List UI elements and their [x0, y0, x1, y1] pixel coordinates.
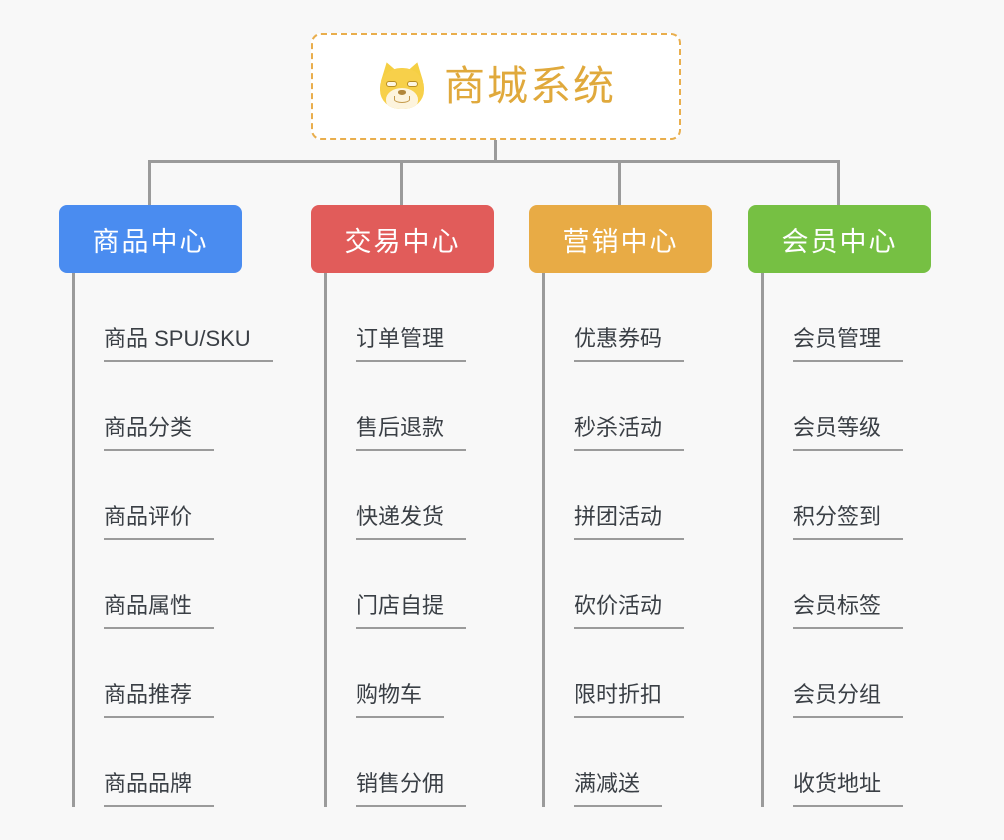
list-item[interactable]: 收货地址: [748, 718, 978, 807]
list-item[interactable]: 购物车: [311, 629, 541, 718]
shiba-dog-face-icon: [376, 58, 428, 113]
leaf-label: 秒杀活动: [574, 417, 685, 451]
category-box-trade-center[interactable]: 交易中心: [311, 205, 494, 273]
leaf-label: 会员管理: [793, 328, 904, 362]
list-item[interactable]: 积分签到: [748, 451, 978, 540]
leaf-label: 门店自提: [356, 595, 467, 629]
leaf-label: 满减送: [574, 773, 663, 807]
connector-drop-trade-center: [400, 160, 403, 205]
leaf-label: 拼团活动: [574, 506, 685, 540]
leaf-label: 会员标签: [793, 595, 904, 629]
category-box-member-center[interactable]: 会员中心: [748, 205, 931, 273]
leaf-label: 收货地址: [793, 773, 904, 807]
leaf-label: 限时折扣: [574, 684, 685, 718]
list-item[interactable]: 会员管理: [748, 273, 978, 362]
connector-horizontal-bus: [148, 160, 840, 163]
list-item[interactable]: 拼团活动: [529, 451, 749, 540]
leaf-label: 商品评价: [104, 506, 215, 540]
leaf-label: 快递发货: [356, 506, 467, 540]
list-item[interactable]: 商品评价: [59, 451, 309, 540]
category-label-member-center: 会员中心: [781, 226, 898, 257]
leaf-list-marketing-center: 优惠券码 秒杀活动 拼团活动 砍价活动 限时折扣 满减送: [529, 273, 749, 807]
leaf-label: 积分签到: [793, 506, 904, 540]
column-trade-center: 交易中心 订单管理 售后退款 快递发货 门店自提 购物车 销售分佣: [311, 205, 541, 807]
list-item[interactable]: 砍价活动: [529, 540, 749, 629]
leaf-label: 会员分组: [793, 684, 904, 718]
list-item[interactable]: 快递发货: [311, 451, 541, 540]
list-item[interactable]: 商品 SPU/SKU: [59, 273, 309, 362]
column-marketing-center: 营销中心 优惠券码 秒杀活动 拼团活动 砍价活动 限时折扣 满减送: [529, 205, 749, 807]
trunk-line-marketing-center: [542, 273, 545, 807]
leaf-label: 商品品牌: [104, 773, 215, 807]
list-item[interactable]: 销售分佣: [311, 718, 541, 807]
trunk-line-product-center: [72, 273, 75, 807]
category-box-marketing-center[interactable]: 营销中心: [529, 205, 712, 273]
leaf-label: 会员等级: [793, 417, 904, 451]
list-item[interactable]: 订单管理: [311, 273, 541, 362]
trunk-line-member-center: [761, 273, 764, 807]
leaf-label: 商品 SPU/SKU: [104, 328, 273, 362]
list-item[interactable]: 会员分组: [748, 629, 978, 718]
leaf-list-member-center: 会员管理 会员等级 积分签到 会员标签 会员分组 收货地址: [748, 273, 978, 807]
list-item[interactable]: 商品属性: [59, 540, 309, 629]
list-item[interactable]: 商品分类: [59, 362, 309, 451]
list-item[interactable]: 限时折扣: [529, 629, 749, 718]
root-title: 商城系统: [444, 63, 616, 109]
leaf-label: 优惠券码: [574, 328, 685, 362]
trunk-line-trade-center: [324, 273, 327, 807]
leaf-label: 销售分佣: [356, 773, 467, 807]
leaf-label: 商品分类: [104, 417, 215, 451]
column-member-center: 会员中心 会员管理 会员等级 积分签到 会员标签 会员分组 收货地址: [748, 205, 978, 807]
list-item[interactable]: 商品推荐: [59, 629, 309, 718]
category-label-marketing-center: 营销中心: [562, 226, 679, 257]
leaf-label: 售后退款: [356, 417, 467, 451]
leaf-label: 购物车: [356, 684, 445, 718]
leaf-list-product-center: 商品 SPU/SKU 商品分类 商品评价 商品属性 商品推荐 商品品牌: [59, 273, 309, 807]
connector-root-stem: [494, 140, 497, 162]
connector-drop-product-center: [148, 160, 151, 205]
list-item[interactable]: 售后退款: [311, 362, 541, 451]
list-item[interactable]: 优惠券码: [529, 273, 749, 362]
list-item[interactable]: 门店自提: [311, 540, 541, 629]
connector-drop-member-center: [837, 160, 840, 205]
connector-drop-marketing-center: [618, 160, 621, 205]
list-item[interactable]: 满减送: [529, 718, 749, 807]
category-box-product-center[interactable]: 商品中心: [59, 205, 242, 273]
list-item[interactable]: 商品品牌: [59, 718, 309, 807]
column-product-center: 商品中心 商品 SPU/SKU 商品分类 商品评价 商品属性 商品推荐 商品品牌: [59, 205, 309, 807]
list-item[interactable]: 会员等级: [748, 362, 978, 451]
leaf-label: 商品属性: [104, 595, 215, 629]
root-node-shop-system[interactable]: 商城系统: [311, 33, 681, 140]
list-item[interactable]: 会员标签: [748, 540, 978, 629]
leaf-label: 订单管理: [356, 328, 467, 362]
list-item[interactable]: 秒杀活动: [529, 362, 749, 451]
category-label-trade-center: 交易中心: [344, 226, 461, 257]
category-label-product-center: 商品中心: [92, 226, 209, 257]
leaf-list-trade-center: 订单管理 售后退款 快递发货 门店自提 购物车 销售分佣: [311, 273, 541, 807]
leaf-label: 商品推荐: [104, 684, 215, 718]
leaf-label: 砍价活动: [574, 595, 685, 629]
